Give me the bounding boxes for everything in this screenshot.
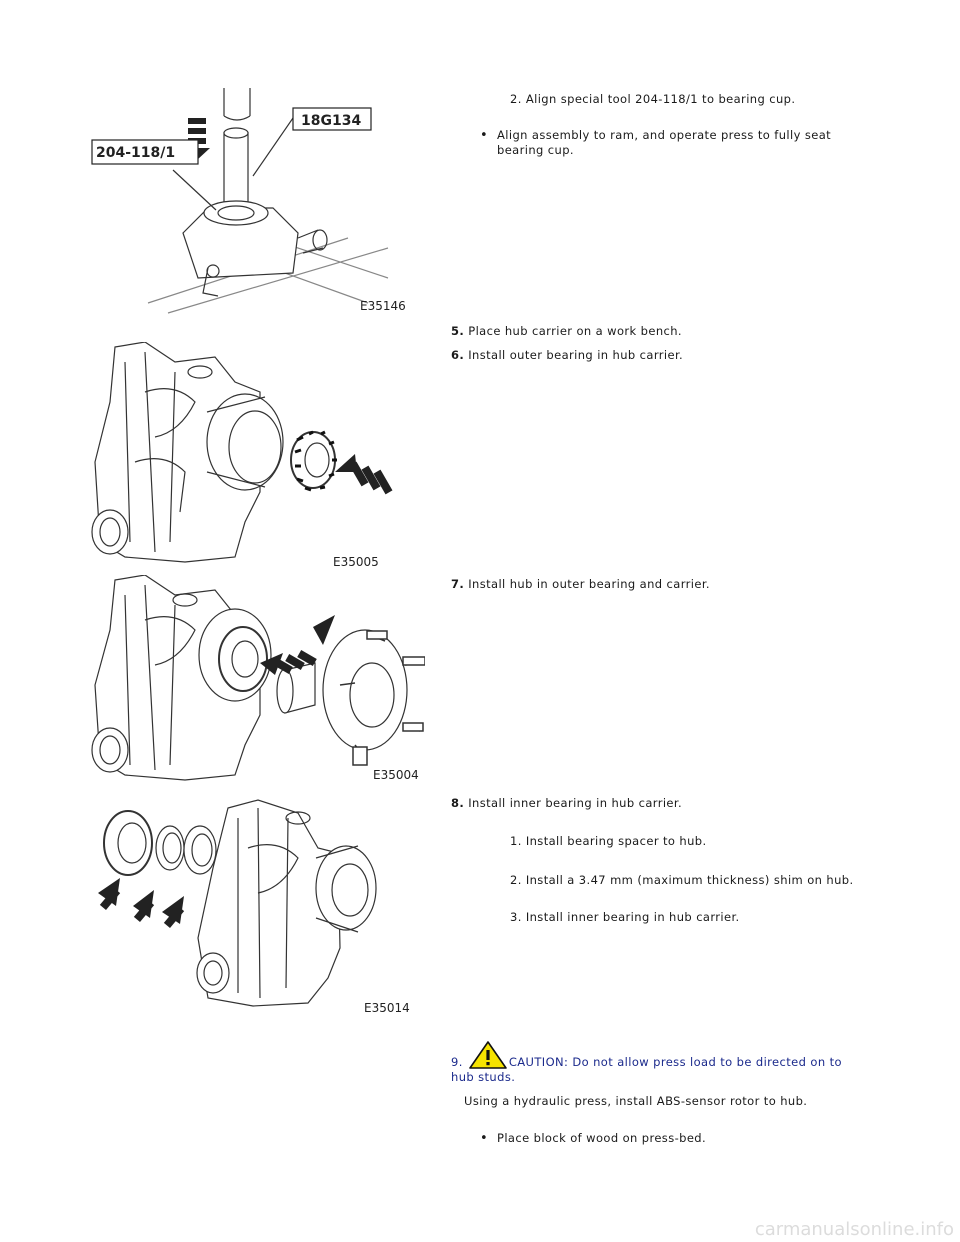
step-9-caution: 9. CAUTION: Do not allow press load to b… xyxy=(451,1040,842,1085)
step-8-sub-3: 3. Install inner bearing in hub carrier. xyxy=(510,910,740,924)
step-text: Place hub carrier on a work bench. xyxy=(468,324,682,338)
step-7: 7. Install hub in outer bearing and carr… xyxy=(451,577,710,592)
figure-e35014: E35014 xyxy=(88,788,418,1018)
step-9-text: Using a hydraulic press, install ABS-sen… xyxy=(464,1094,808,1108)
callout-204-118-1: 204-118/1 xyxy=(96,145,175,161)
watermark: carmanualsonline.info xyxy=(754,1219,954,1240)
step-8: 8. Install inner bearing in hub carrier. xyxy=(451,796,682,811)
step-number: 5. xyxy=(451,324,465,338)
figure-code: E35005 xyxy=(333,555,379,569)
bullet-line-2: bearing cup. xyxy=(497,143,574,157)
step-4-sub-2: 2. Align special tool 204-118/1 to beari… xyxy=(510,92,796,106)
step-8-sub-1: 1. Install bearing spacer to hub. xyxy=(510,834,707,848)
bullet-line-1: Align assembly to ram, and operate press… xyxy=(497,128,832,142)
step-8-sub-2: 2. Install a 3.47 mm (maximum thickness)… xyxy=(510,873,854,887)
callout-18g134: 18G134 xyxy=(301,113,361,129)
step-5: 5. Place hub carrier on a work bench. xyxy=(451,324,682,339)
caution-line-1: CAUTION: Do not allow press load to be d… xyxy=(508,1055,842,1069)
figure-e35005: E35005 xyxy=(85,342,415,570)
step-text: Install outer bearing in hub carrier. xyxy=(468,348,684,362)
step-9-bullet: Place block of wood on press-bed. xyxy=(480,1131,706,1146)
step-number: 8. xyxy=(451,796,465,810)
step-number: 7. xyxy=(451,577,465,591)
figure-code: E35146 xyxy=(360,299,406,313)
figure-code: E35014 xyxy=(364,1001,410,1015)
figure-code: E35004 xyxy=(373,768,419,782)
step-6: 6. Install outer bearing in hub carrier. xyxy=(451,348,683,363)
step-number: 6. xyxy=(451,348,465,362)
warning-icon xyxy=(469,1041,507,1069)
caution-line-2: hub studs. xyxy=(451,1070,516,1084)
step-text: Install hub in outer bearing and carrier… xyxy=(468,577,710,591)
step-text: Install inner bearing in hub carrier. xyxy=(468,796,683,810)
figure-e35004: E35004 xyxy=(85,575,425,785)
step-number: 9. xyxy=(451,1055,463,1069)
figure-e35146: 204-118/1 18G134 E35146 xyxy=(88,88,418,316)
step-4-bullet: Align assembly to ram, and operate press… xyxy=(480,128,832,158)
